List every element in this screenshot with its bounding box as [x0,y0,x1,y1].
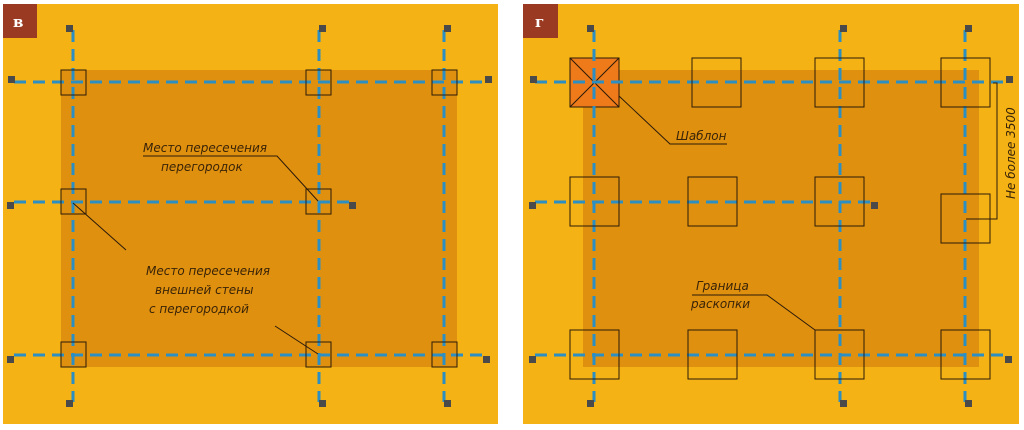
label-partitions-line2: перегородок [161,160,243,174]
panel-badge-label: в [13,13,23,31]
axis-marker [587,400,594,407]
intersection-boxes [60,69,458,368]
axis-marker [349,202,356,209]
axis-marker [1005,356,1012,363]
panel-badge [3,4,37,38]
axis-marker [66,25,73,32]
label-dimension: Не более 3500 [1004,107,1018,199]
intersection-box [305,341,332,368]
label-boundary-line2: раскопки [690,297,750,311]
axis-lines [14,30,486,402]
axis-marker [7,202,14,209]
label-template: Шаблон [676,129,727,143]
label-wall-line1: Место пересечения [146,264,270,278]
axis-marker [529,202,536,209]
axis-marker [7,356,14,363]
axis-marker [8,76,15,83]
axis-marker [587,25,594,32]
pit-box [691,57,742,108]
leader-line-wall [274,325,319,355]
intersection-box [305,69,332,96]
panel-badge [523,4,558,38]
label-partitions-line1: Место пересечения [143,141,267,155]
building-footprint [61,70,457,367]
pit-box [569,176,620,227]
intersection-box [60,69,87,96]
pit-box [569,329,620,380]
pit-boxes [569,57,991,380]
axis-marker [530,76,537,83]
intersection-box [431,69,458,96]
pit-box [687,176,738,227]
intersection-box [431,341,458,368]
pit-box [814,176,865,227]
axis-marker [840,25,847,32]
axis-marker [871,202,878,209]
axis-marker [319,400,326,407]
panel-v: Место пересечения перегородок Место пере… [3,4,498,424]
intersection-box [60,188,87,215]
axis-marker [1006,76,1013,83]
pit-box [814,57,865,108]
axis-marker [444,25,451,32]
panel-g: Шаблон Граница раскопки Не более 3500 г [523,4,1019,424]
intersection-box [305,188,332,215]
axis-marker [319,25,326,32]
axis-marker [66,400,73,407]
leader-line-wall [72,202,127,251]
excavation-area [583,70,979,367]
leader-line-template [618,95,727,145]
dimension-line [966,82,998,220]
axis-lines [535,30,1005,402]
axis-marker [965,400,972,407]
axis-end-markers [529,25,1013,407]
axis-marker [840,400,847,407]
axis-marker [485,76,492,83]
pit-box [687,329,738,380]
label-wall-line2: внешней стены [155,283,253,297]
leader-line-partitions [143,155,319,202]
axis-end-markers [7,25,492,407]
label-wall-line3: с перегородкой [149,302,249,316]
pit-box [814,329,865,380]
axis-marker [483,356,490,363]
axis-marker [444,400,451,407]
axis-marker [965,25,972,32]
intersection-box [60,341,87,368]
leader-line-boundary [692,294,816,331]
pit-box [940,57,991,108]
axis-marker [529,356,536,363]
panel-badge-label: г [535,13,544,31]
pit-box [940,329,991,380]
label-boundary-line1: Граница [696,279,749,293]
